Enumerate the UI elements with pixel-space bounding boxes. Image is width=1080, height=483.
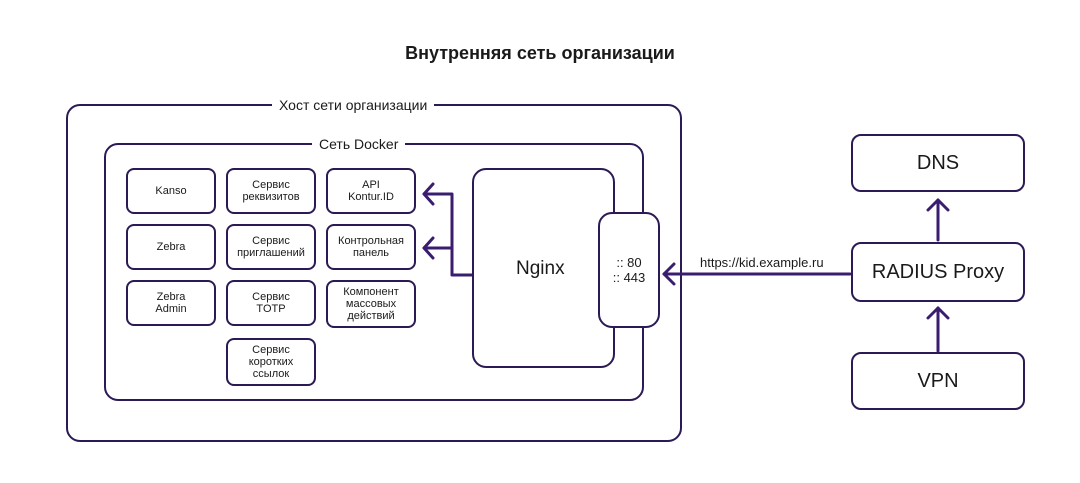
arrowhead-api <box>422 182 435 206</box>
service-kanso: Kanso <box>126 168 216 214</box>
port-443: :: 443 <box>612 270 646 285</box>
diagram-title: Внутренняя сеть организации <box>405 43 675 63</box>
nginx-ports: :: 80 :: 443 <box>598 212 660 328</box>
port-80: :: 80 <box>616 255 642 270</box>
arrowhead-ports <box>662 262 676 286</box>
nginx-label: Nginx <box>516 258 565 279</box>
service-shortlinks: Сервис коротких ссылок <box>226 338 316 386</box>
dns-box: DNS <box>851 134 1025 192</box>
nginx-box: Nginx <box>472 168 615 368</box>
docker-frame-label: Сеть Docker <box>312 135 406 153</box>
radius-proxy-box: RADIUS Proxy <box>851 242 1025 302</box>
arrowhead-radius <box>926 306 950 320</box>
external-url: https://kid.example.ru <box>700 255 824 270</box>
service-bulk-actions: Компонент массовых действий <box>326 280 416 328</box>
service-zebra: Zebra <box>126 224 216 270</box>
arrowhead-dns <box>926 198 950 212</box>
arrowhead-control-panel <box>422 236 435 260</box>
service-invitations: Сервис приглашений <box>226 224 316 270</box>
vpn-box: VPN <box>851 352 1025 410</box>
service-control-panel: Контрольная панель <box>326 224 416 270</box>
nginx-to-services-connector <box>422 192 474 277</box>
service-zebra-admin: Zebra Admin <box>126 280 216 326</box>
service-totp: Сервис TOTP <box>226 280 316 326</box>
service-api-kontur-id: API Kontur.ID <box>326 168 416 214</box>
host-frame-label: Хост сети организации <box>272 96 435 114</box>
service-requisites: Сервис реквизитов <box>226 168 316 214</box>
